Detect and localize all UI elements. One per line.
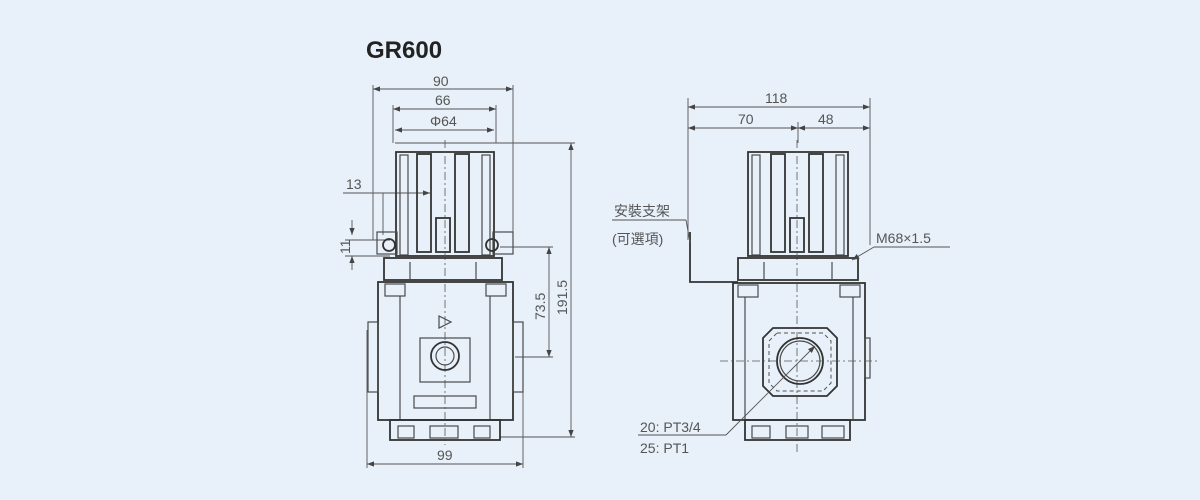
port-size-25-label: 25: PT1	[640, 440, 689, 456]
dim-overall-depth: 118	[765, 90, 788, 106]
port-size-20-label: 20: PT3/4	[640, 419, 701, 435]
front-view: 90 66 Φ64 13 11 73.5 191.5 99	[337, 73, 575, 468]
flow-arrow-icon	[438, 315, 453, 329]
dim-bowl-diameter: Φ64	[430, 113, 457, 129]
dim-bowl-width: 66	[435, 92, 451, 108]
dim-overall-height: 191.5	[554, 280, 570, 315]
dim-right-depth: 48	[818, 111, 834, 127]
model-title: GR600	[366, 37, 442, 64]
pressure-gauge-icon	[435, 346, 455, 366]
dim-overall-width: 90	[433, 73, 449, 89]
dim-bracket-height: 11	[337, 239, 353, 254]
thread-label: M68×1.5	[876, 230, 931, 246]
dim-offset: 13	[346, 176, 362, 192]
dim-base-width: 99	[437, 447, 453, 463]
dim-left-depth: 70	[738, 111, 754, 127]
bracket-optional-label: (可選項)	[612, 231, 663, 247]
bracket-label: 安裝支架	[614, 203, 670, 219]
side-view: 118 70 48	[612, 90, 950, 456]
dim-body-height: 73.5	[532, 293, 548, 320]
